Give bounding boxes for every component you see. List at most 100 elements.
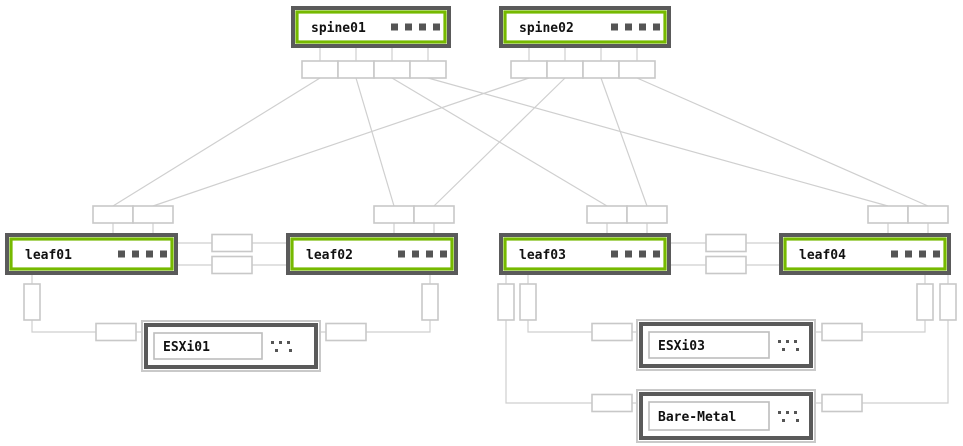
spine02-label: spine02 — [519, 21, 574, 36]
host-led-icon — [786, 340, 789, 343]
leaf02-switch[interactable]: leaf02 — [286, 233, 458, 275]
leaf01-host-port — [23, 283, 41, 321]
baremetal-port-b — [821, 393, 863, 413]
host-led-icon — [794, 340, 797, 343]
spine01-port-4 — [409, 60, 447, 79]
esxi03-host[interactable]: ESXi03 — [636, 319, 816, 371]
esxi03-port-a — [591, 322, 633, 342]
nodes-layer: spine01 spine02 leaf01 leaf02 leaf03 leaf04ES… — [5, 6, 951, 443]
spine01-port-1 — [301, 60, 339, 79]
leaf04-host-port-a — [916, 283, 934, 321]
port-led-icon — [405, 23, 412, 31]
port-led-icon — [653, 23, 660, 31]
port-led-icon — [611, 23, 618, 31]
port-led-icon — [118, 250, 125, 258]
host-led-icon — [279, 341, 282, 344]
host-led-icon — [271, 341, 274, 344]
host-led-icon — [782, 419, 785, 422]
peer-leaf03-leaf04-port-2 — [705, 255, 747, 275]
spine02-port-1 — [510, 60, 548, 79]
host-nic-box — [648, 401, 770, 431]
port-led-icon — [639, 250, 646, 258]
host-nic-box — [153, 332, 263, 360]
port-led-icon — [391, 23, 398, 31]
peer-leaf03-leaf04-port-1 — [705, 233, 747, 253]
leaf02-uplink-port-1 — [373, 205, 415, 224]
ports-layer — [23, 60, 957, 413]
fabric-link-spine02-leaf02 — [433, 77, 566, 207]
host-led-icon — [287, 341, 290, 344]
esxi03-port-b — [821, 322, 863, 342]
port-led-icon — [653, 250, 660, 258]
spine02-switch[interactable]: spine02 — [499, 6, 671, 48]
leaf02-label: leaf02 — [306, 248, 353, 263]
switch-accent — [503, 10, 667, 44]
fabric-link-spine01-leaf02 — [355, 77, 395, 207]
spine01-switch[interactable]: spine01 — [291, 6, 451, 48]
spine01-label: spine01 — [311, 21, 366, 36]
esxi01-label: ESXi01 — [163, 340, 210, 355]
leaf03-label: leaf03 — [519, 248, 566, 263]
host-led-icon — [796, 419, 799, 422]
fabric-link-spine02-leaf04 — [636, 77, 929, 207]
fabric-link-spine02-leaf01 — [152, 77, 530, 207]
fabric-link-spine01-leaf04 — [427, 77, 889, 207]
port-led-icon — [905, 250, 912, 258]
switch-accent — [9, 237, 174, 271]
host-led-icon — [275, 349, 278, 352]
port-led-icon — [625, 23, 632, 31]
port-led-icon — [611, 250, 618, 258]
leaf03-host-port-b — [497, 283, 515, 321]
fabric-link-spine02-leaf03 — [600, 77, 648, 207]
esxi01-port-b — [325, 322, 367, 342]
host-led-icon — [778, 340, 781, 343]
port-led-icon — [933, 250, 940, 258]
host-led-icon — [794, 411, 797, 414]
port-led-icon — [426, 250, 433, 258]
host-nic-box — [648, 331, 770, 359]
baremetal-host[interactable]: Bare-Metal — [636, 389, 816, 443]
leaf01-uplink-port-2 — [132, 205, 174, 224]
esxi01-port-a — [95, 322, 137, 342]
leaf04-host-port-b — [939, 283, 957, 321]
port-led-icon — [398, 250, 405, 258]
host-led-icon — [796, 348, 799, 351]
esxi03-label: ESXi03 — [658, 339, 705, 354]
leaf04-switch[interactable]: leaf04 — [779, 233, 951, 275]
fabric-link-spine01-leaf01 — [112, 77, 321, 207]
port-led-icon — [160, 250, 167, 258]
peer-leaf01-leaf02-port-2 — [211, 255, 253, 275]
switch-accent — [290, 237, 454, 271]
host-led-icon — [778, 411, 781, 414]
leaf03-switch[interactable]: leaf03 — [499, 233, 671, 275]
port-led-icon — [625, 250, 632, 258]
spine01-port-2 — [337, 60, 375, 79]
port-led-icon — [919, 250, 926, 258]
baremetal-label: Bare-Metal — [658, 410, 736, 425]
peer-leaf01-leaf02-port-1 — [211, 233, 253, 253]
host-led-icon — [782, 348, 785, 351]
spine02-port-4 — [618, 60, 656, 79]
leaf01-label: leaf01 — [25, 248, 72, 263]
spine02-port-3 — [582, 60, 620, 79]
host-led-icon — [786, 411, 789, 414]
host-led-icon — [289, 349, 292, 352]
switch-accent — [783, 237, 947, 271]
leaf03-uplink-port-2 — [626, 205, 668, 224]
port-led-icon — [412, 250, 419, 258]
leaf04-uplink-port-2 — [907, 205, 949, 224]
esxi01-host[interactable]: ESXi01 — [141, 320, 321, 372]
leaf02-uplink-port-2 — [413, 205, 455, 224]
port-led-icon — [440, 250, 447, 258]
port-led-icon — [891, 250, 898, 258]
leaf03-uplink-port-1 — [586, 205, 628, 224]
leaf01-uplink-port-1 — [92, 205, 134, 224]
leaf02-host-port — [421, 283, 439, 321]
leaf01-switch[interactable]: leaf01 — [5, 233, 178, 275]
spine01-port-3 — [373, 60, 411, 79]
port-led-icon — [419, 23, 426, 31]
port-led-icon — [433, 23, 440, 31]
baremetal-port-a — [591, 393, 633, 413]
switch-accent — [503, 237, 667, 271]
